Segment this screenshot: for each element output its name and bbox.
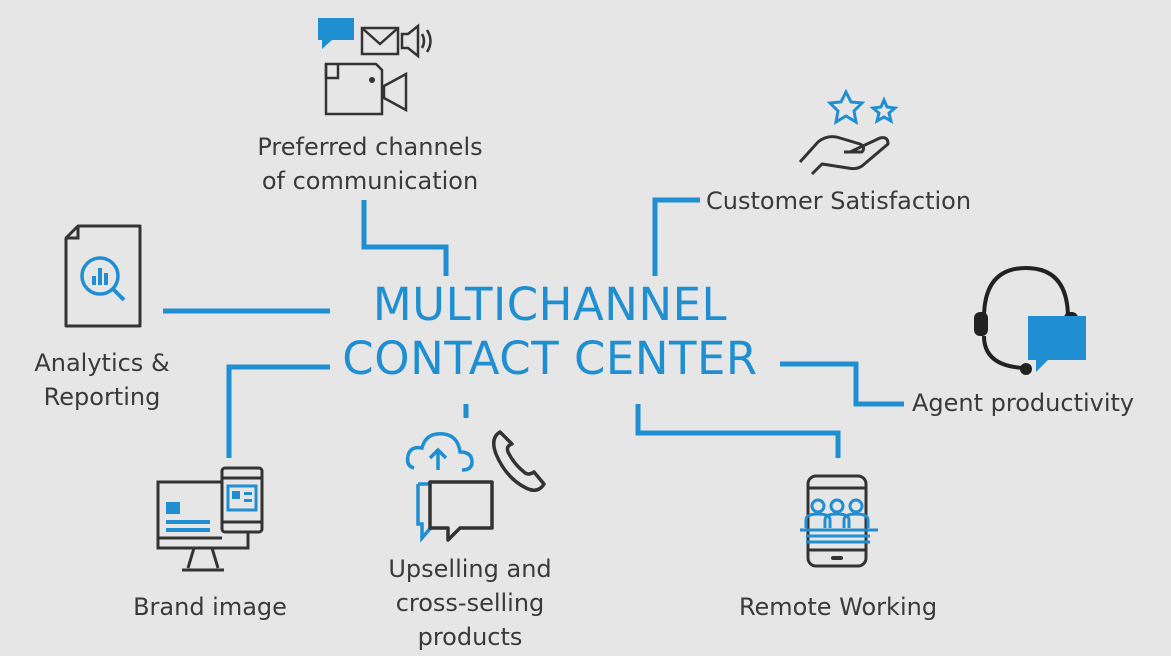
upselling-label-line3: products — [417, 623, 523, 651]
upselling-label-line1: Upselling and — [388, 555, 552, 583]
cloud-chat-phone-icon — [405, 430, 546, 543]
agent-label: Agent productivity — [912, 389, 1135, 417]
connector-agent — [780, 361, 904, 407]
remote-label: Remote Working — [738, 593, 938, 621]
headset-chat-icon — [974, 265, 1086, 375]
report-document-icon — [64, 224, 142, 328]
connector-remote — [635, 404, 841, 458]
center-title: MULTICHANNEL CONTACT CENTER — [330, 278, 770, 386]
connector-channels — [361, 200, 449, 276]
channels-label-line1: Preferred channels — [257, 133, 483, 161]
analytics-label-line1: Analytics & — [34, 349, 170, 377]
upselling-label: Upselling and cross-selling products — [350, 552, 590, 654]
upselling-label-line2: cross-selling — [395, 589, 545, 617]
brand-label: Brand image — [133, 593, 287, 621]
center-title-line2: CONTACT CENTER — [342, 332, 758, 385]
connector-satisfaction — [652, 197, 700, 276]
chat-mail-speaker-video-icon — [318, 18, 432, 116]
channels-label-line2: of communication — [261, 167, 479, 195]
connector-brand — [226, 364, 330, 458]
analytics-label-line2: Reporting — [43, 383, 161, 411]
analytics-label: Analytics & Reporting — [12, 346, 192, 414]
center-title-line1: MULTICHANNEL — [372, 278, 728, 331]
channels-label: Preferred channels of communication — [230, 130, 510, 198]
monitor-mobile-icon — [156, 466, 264, 572]
satisfaction-label: Customer Satisfaction — [706, 187, 972, 215]
phone-team-icon — [800, 474, 878, 568]
hand-stars-icon — [798, 88, 899, 176]
